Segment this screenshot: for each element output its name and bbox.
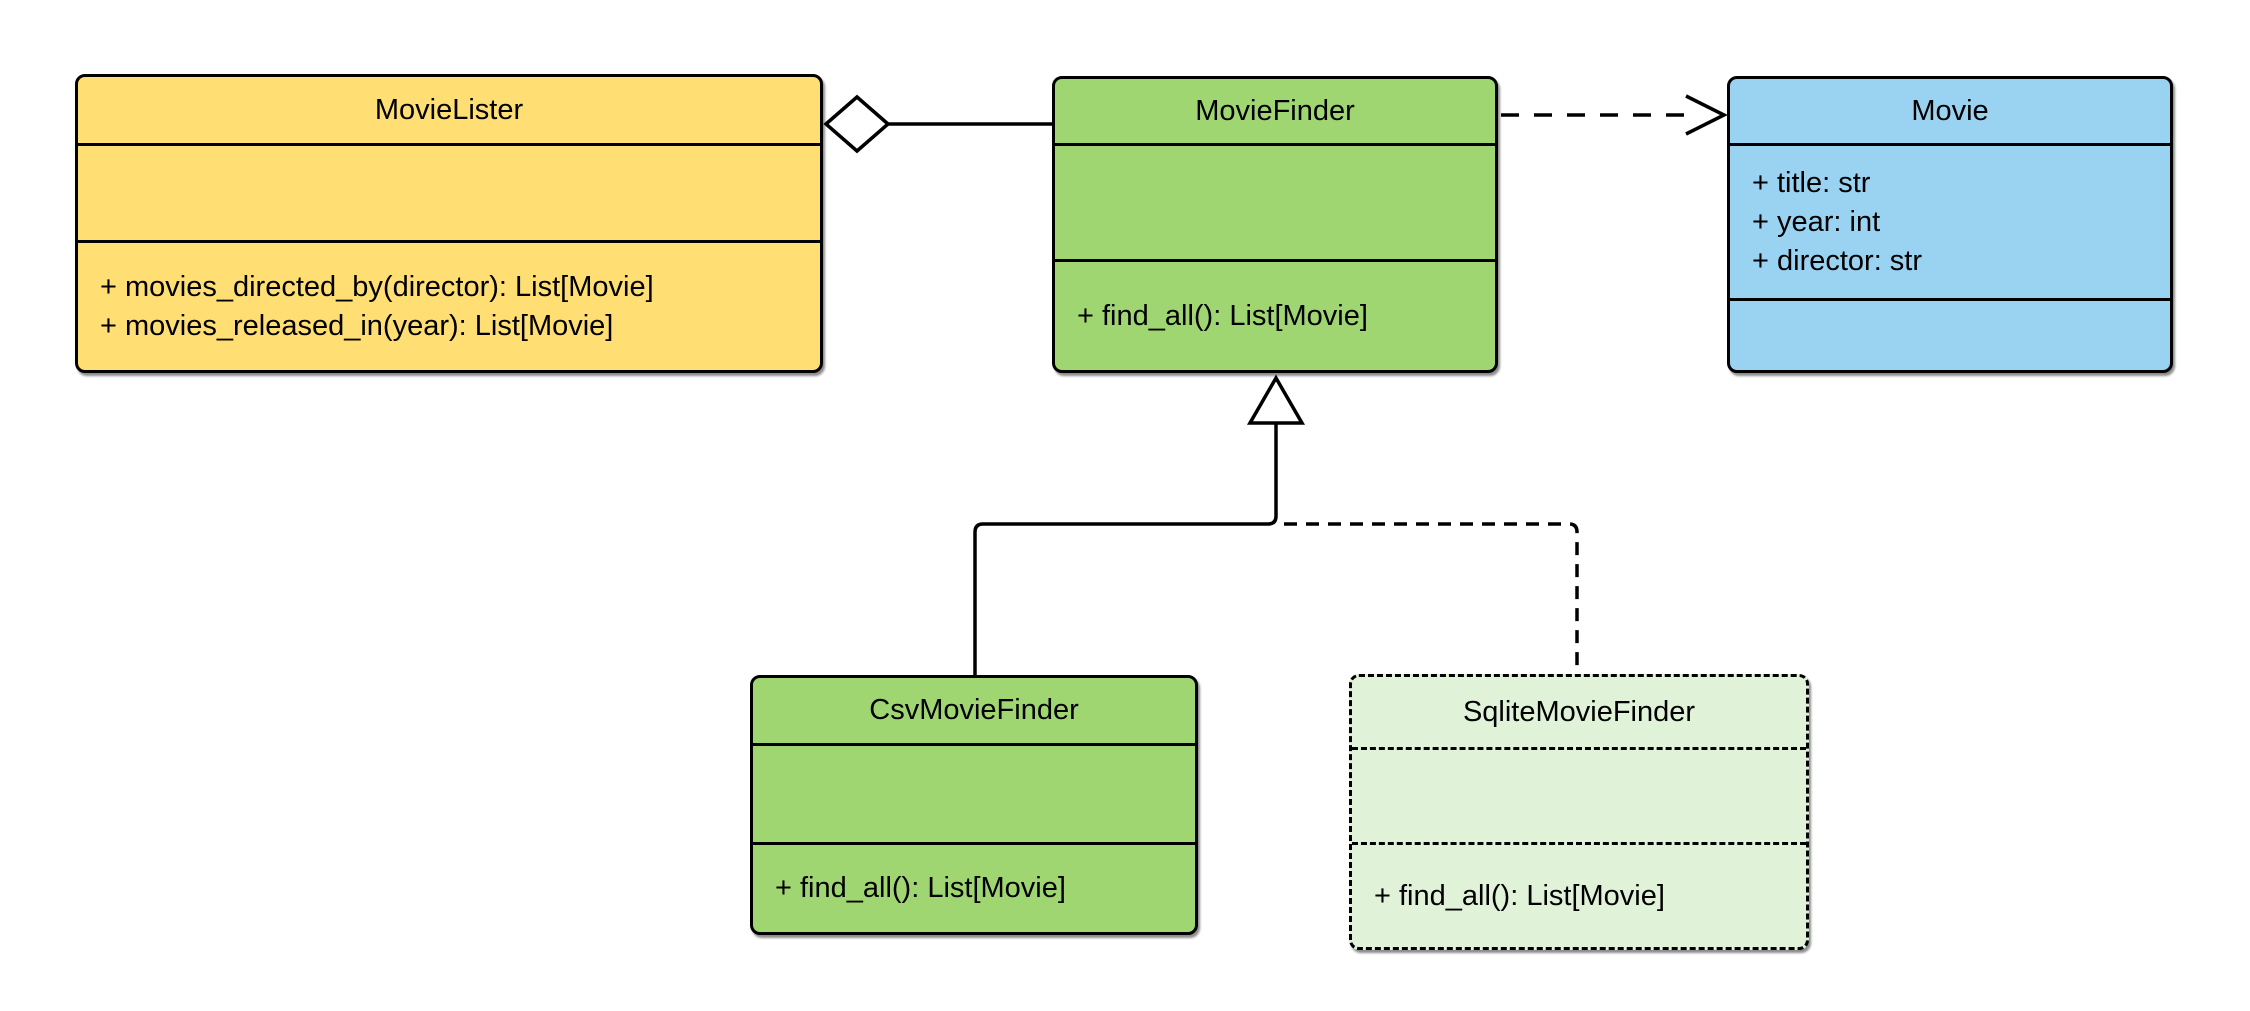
inheritance-dashed-connector[interactable] [1284,522,1579,673]
member-text: + find_all(): List[Movie] [1374,879,1665,912]
dependency-open-arrow-icon [1685,94,1728,136]
class-node-sqlite-movie-finder[interactable]: SqliteMovieFinder + find_all(): List[Mov… [1349,674,1809,950]
class-title: MovieFinder [1195,94,1355,127]
member-text: + movies_released_in(year): List[Movie] [100,309,614,342]
methods-section: + movies_directed_by(director): List[Mov… [78,240,820,370]
class-node-movie-lister[interactable]: MovieLister + movies_directed_by(directo… [75,74,823,373]
class-title: CsvMovieFinder [869,694,1079,726]
class-title: SqliteMovieFinder [1462,695,1696,728]
member-text: + find_all(): List[Movie] [1077,299,1368,332]
attributes-section [78,143,820,240]
attributes-section [1352,747,1806,842]
methods-section [1730,298,2170,370]
class-node-movie[interactable]: Movie + title: str + year: int + director:… [1727,76,2173,373]
inheritance-triangle-icon [1246,374,1306,425]
attributes-section: + title: str + year: int + director: str [1730,143,2170,298]
dependency-connector[interactable] [1501,94,1728,136]
class-node-movie-finder[interactable]: MovieFinder + find_all(): List[Movie] [1052,76,1498,373]
class-title: MovieLister [374,93,524,126]
member-text: + year: int [1752,205,1881,238]
class-node-csv-movie-finder[interactable]: CsvMovieFinder + find_all(): List[Movie] [750,675,1198,935]
attributes-section [753,743,1195,842]
class-title: Movie [1911,94,1989,127]
inheritance-solid-connector[interactable] [973,374,1306,675]
member-text: + movies_directed_by(director): List[Mov… [100,270,654,303]
methods-section: + find_all(): List[Movie] [753,842,1195,932]
aggregation-connector[interactable] [823,94,1052,154]
member-text: + director: str [1752,244,1923,277]
methods-section: + find_all(): List[Movie] [1352,842,1806,947]
aggregation-diamond-icon [823,94,891,154]
member-text: + find_all(): List[Movie] [775,872,1066,904]
member-text: + title: str [1752,166,1871,199]
attributes-section [1055,143,1495,259]
methods-section: + find_all(): List[Movie] [1055,259,1495,370]
